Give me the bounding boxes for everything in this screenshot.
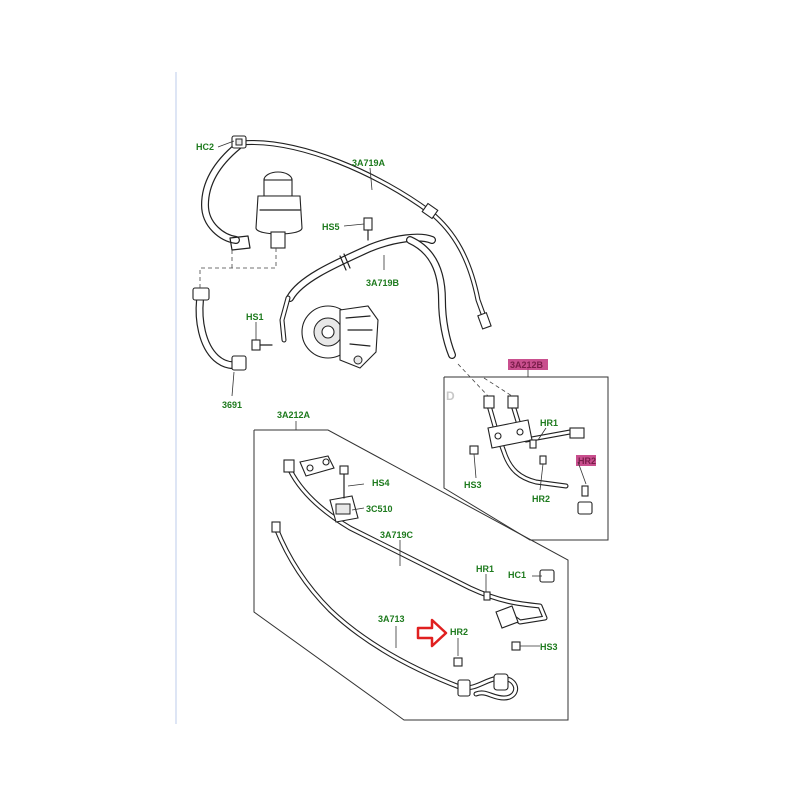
label-highlight-3a212b: [508, 359, 548, 370]
label-hc1: HC1: [508, 570, 526, 580]
pipe-assembly-3a212b: [469, 395, 593, 515]
label-hs3-top: HS3: [464, 480, 482, 490]
label-3a719c: 3A719C: [380, 530, 414, 540]
label-hc2: HC2: [196, 142, 214, 152]
label-hr2-top: HR2: [532, 494, 550, 504]
red-outline-arrow-icon: [416, 618, 448, 648]
label-hr1-bottom: HR1: [476, 564, 494, 574]
label-3691: 3691: [222, 400, 242, 410]
label-hs3-bottom: HS3: [540, 642, 558, 652]
bracket-3c510: [329, 465, 359, 523]
label-hs5: HS5: [322, 222, 340, 232]
hose-3691: [192, 287, 247, 371]
label-3a212a: 3A212A: [277, 410, 311, 420]
label-hs4: HS4: [372, 478, 390, 488]
label-hr2-bottom: HR2: [450, 627, 468, 637]
label-3a719a: 3A719A: [352, 158, 386, 168]
detail-frame-3a212b: [443, 376, 609, 541]
fluid-reservoir: [229, 171, 303, 251]
label-hr2-highlight: HR2: [578, 456, 596, 466]
pipe-assembly-3a713: [271, 521, 519, 701]
label-highlight-hr2: [576, 455, 596, 466]
label-detail-d: D: [446, 389, 455, 403]
label-3c510: 3C510: [366, 504, 393, 514]
return-hose-3a719a: [201, 140, 492, 330]
bolt-hs1: [251, 339, 273, 351]
label-3a713: 3A713: [378, 614, 405, 624]
detail-frame-3a212a: [253, 429, 569, 721]
screw-hs5: [363, 217, 373, 241]
label-hr1-top: HR1: [540, 418, 558, 428]
label-3a212b: 3A212B: [510, 360, 544, 370]
hose-clamp-hc2: [231, 135, 247, 149]
pipe-assembly-3a719c: [283, 455, 548, 629]
label-hs1: HS1: [246, 312, 264, 322]
label-3a719b: 3A719B: [366, 278, 400, 288]
pressure-hose-3a719b: [279, 233, 456, 359]
steering-pump: [301, 305, 379, 369]
